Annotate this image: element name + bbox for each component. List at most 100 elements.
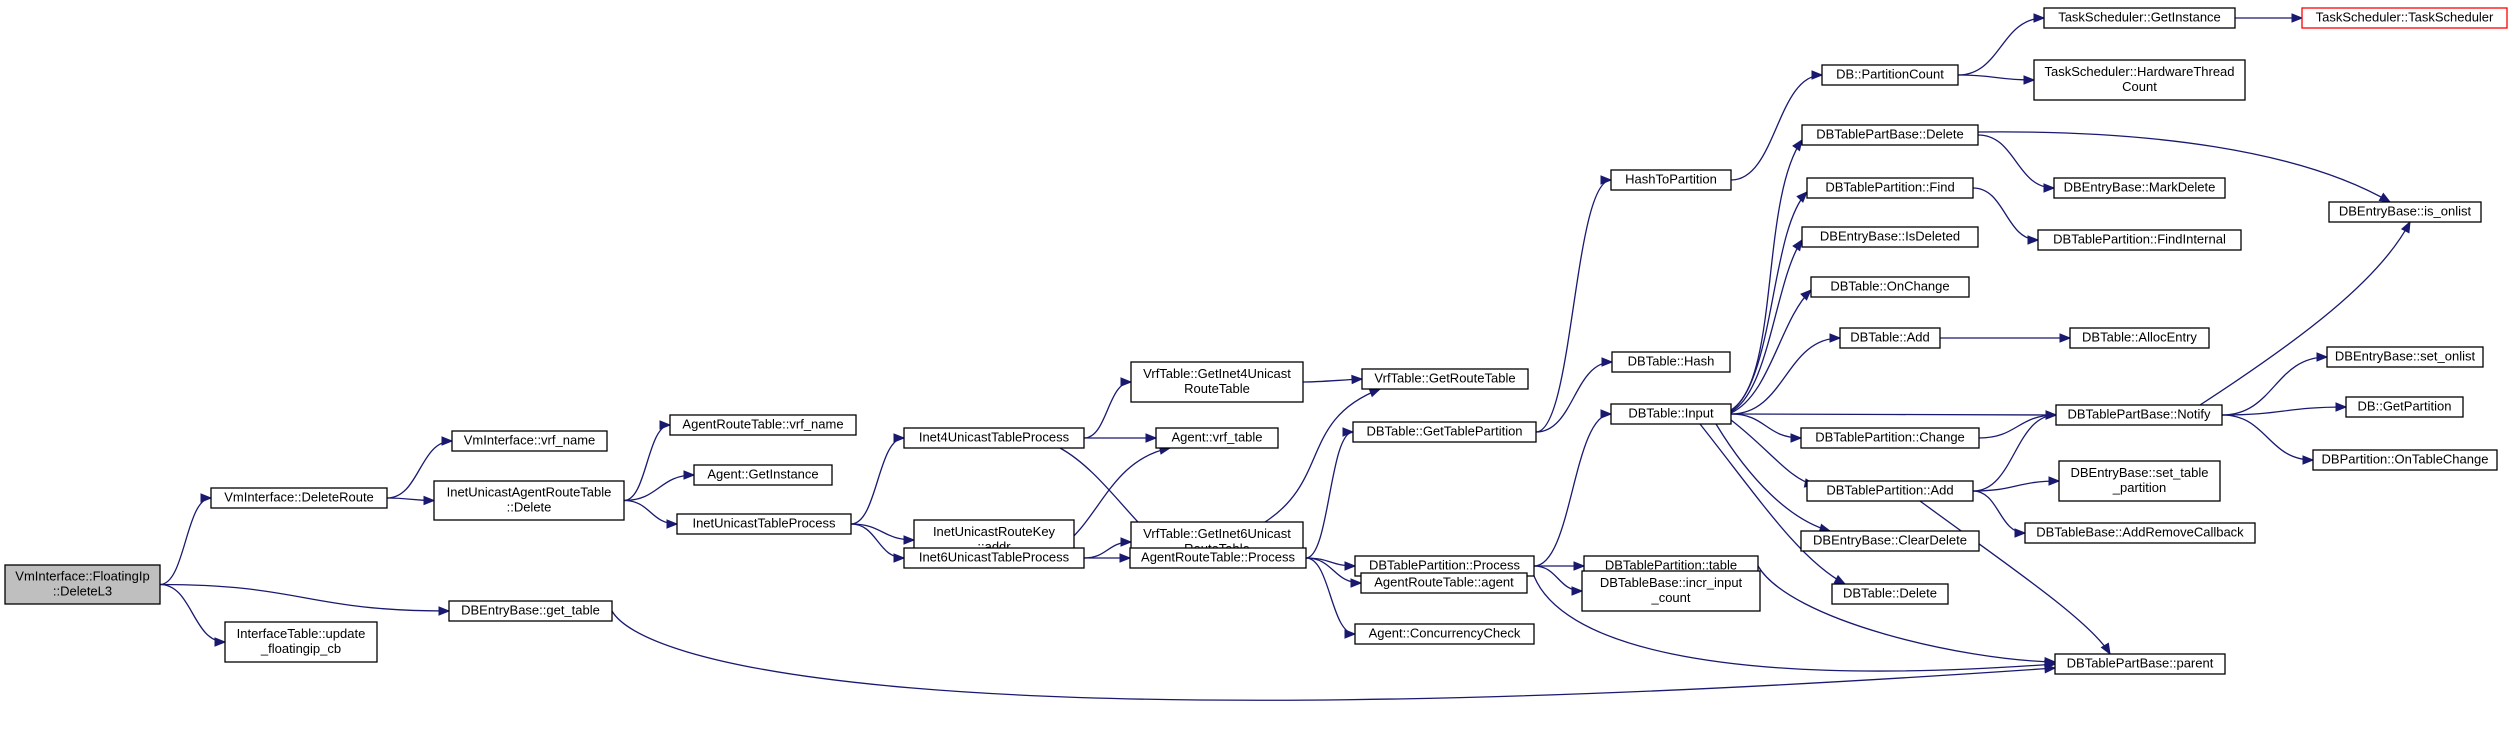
node-label: VmInterface::vrf_name (464, 432, 596, 447)
edge-arrowhead (1344, 561, 1357, 571)
graph-node-n8[interactable]: InetUnicastTableProcess (676, 513, 852, 535)
edge-arrowhead (1119, 553, 1132, 563)
graph-node-n30[interactable]: DBTable::OnChange (1810, 276, 1970, 298)
edge-n23-to-n31 (1730, 333, 1842, 415)
node-label: DBTablePartition::Find (1825, 179, 1954, 194)
graph-node-n40[interactable]: DBTable::AllocEntry (2069, 327, 2210, 349)
edge-line (1699, 423, 1846, 585)
edge-arrowhead (1601, 357, 1614, 367)
graph-node-n38[interactable]: DBEntryBase::MarkDelete (2053, 177, 2226, 199)
edge-n23-to-n35 (1699, 423, 1847, 585)
node-label: TaskScheduler::TaskScheduler (2316, 9, 2494, 24)
graph-node-n22[interactable]: DBTable::Hash (1611, 351, 1731, 373)
node-layer: VmInterface::FloatingIp::DeleteL3 VmInter… (4, 7, 2508, 675)
graph-node-n25[interactable]: DBTableBase::incr_input_count (1581, 570, 1761, 612)
node-label: AgentRouteTable::vrf_name (682, 416, 843, 431)
edge-n17-to-n22 (1535, 357, 1614, 433)
graph-node-n16[interactable]: VrfTable::GetRouteTable (1361, 368, 1529, 390)
graph-node-n36[interactable]: TaskScheduler::GetInstance (2043, 7, 2236, 29)
edge-n5-to-n7 (623, 470, 696, 502)
graph-node-n34[interactable]: DBEntryBase::ClearDelete (1800, 530, 1980, 552)
edge-arrowhead (1792, 138, 1803, 152)
edge-line (1919, 500, 2111, 655)
graph-node-n32[interactable]: DBTablePartition::Change (1800, 427, 1980, 449)
graph-node-n45[interactable]: TaskScheduler::TaskScheduler (2301, 7, 2508, 29)
node-box (4, 564, 161, 605)
edge-arrowhead (1796, 191, 1808, 203)
node-box (1800, 530, 1980, 552)
graph-node-n1[interactable]: VmInterface::DeleteRoute (210, 487, 388, 509)
edge-line (1730, 239, 1803, 413)
edge-arrowhead (2014, 528, 2027, 538)
edge-line (1730, 413, 2057, 416)
graph-node-n5[interactable]: InetUnicastAgentRouteTable::Delete (433, 480, 625, 521)
graph-node-n41[interactable]: DBTablePartBase::Notify (2055, 404, 2223, 426)
graph-node-n6[interactable]: AgentRouteTable::vrf_name (669, 414, 857, 436)
node-label: DBTableBase::incr_input (1600, 575, 1743, 590)
graph-node-n43[interactable]: DBTableBase::AddRemoveCallback (2024, 522, 2256, 544)
edge-arrowhead (200, 493, 213, 503)
graph-node-n9[interactable]: Inet4UnicastTableProcess (903, 427, 1085, 449)
edge-n0-to-n2 (159, 583, 227, 647)
graph-node-n31[interactable]: DBTable::Add (1839, 327, 1941, 349)
edge-arrowhead (1600, 409, 1613, 419)
node-label: DBEntryBase::set_table (2070, 465, 2208, 480)
graph-node-n49[interactable]: DBPartition::OnTableChange (2312, 449, 2498, 471)
graph-node-n20[interactable]: Agent::ConcurrencyCheck (1354, 623, 1535, 645)
graph-node-n15[interactable]: AgentRouteTable::Process (1129, 547, 1307, 569)
node-box (1360, 572, 1528, 594)
node-label: RouteTable (1184, 381, 1250, 396)
edge-arrowhead (1833, 574, 1847, 585)
edge-arrowhead (214, 637, 227, 647)
graph-node-n17[interactable]: DBTable::GetTablePartition (1352, 421, 1537, 443)
edge-line (611, 610, 2056, 701)
node-label: TaskScheduler::GetInstance (2058, 9, 2221, 24)
graph-node-n48[interactable]: DB::GetPartition (2345, 396, 2464, 418)
graph-node-n46[interactable]: DBEntryBase::is_onlist (2328, 201, 2482, 223)
edge-arrowhead (2044, 657, 2057, 667)
graph-node-n11[interactable]: Inet6UnicastTableProcess (903, 547, 1085, 569)
edge-n23-to-n29 (1730, 238, 1803, 413)
graph-node-n33[interactable]: DBTablePartition::Add (1806, 480, 1974, 502)
graph-node-n18[interactable]: DBTablePartition::Process (1354, 555, 1535, 577)
edge-n1-to-n5 (386, 495, 436, 506)
edge-line (2221, 406, 2347, 416)
graph-node-n3[interactable]: DBEntryBase::get_table (448, 600, 613, 622)
edge-line (1757, 565, 2056, 663)
node-box (2037, 229, 2242, 251)
edge-arrowhead (1571, 586, 1584, 596)
node-label: InterfaceTable::update (237, 626, 366, 641)
graph-node-n27[interactable]: DBTablePartBase::Delete (1801, 124, 1979, 146)
graph-node-n13[interactable]: Agent::vrf_table (1155, 427, 1279, 449)
edge-n8-to-n9 (850, 433, 906, 525)
graph-node-n0[interactable]: VmInterface::FloatingIp::DeleteL3 (4, 564, 161, 605)
edge-arrowhead (1344, 629, 1357, 639)
node-label: DB::PartitionCount (1836, 66, 1944, 81)
node-label: DBEntryBase::is_onlist (2339, 203, 2472, 218)
edge-n41-to-n46 (2199, 220, 2411, 406)
graph-node-n26[interactable]: DB::PartitionCount (1821, 64, 1959, 86)
node-label: DBTableBase::AddRemoveCallback (2036, 524, 2244, 539)
graph-node-n4[interactable]: VmInterface::vrf_name (451, 430, 608, 452)
graph-node-n29[interactable]: DBEntryBase::IsDeleted (1801, 226, 1979, 248)
edge-arrowhead (2400, 220, 2411, 234)
graph-node-n21[interactable]: HashToPartition (1610, 169, 1732, 191)
node-box (1155, 427, 1279, 449)
graph-node-n44[interactable]: DBTablePartBase::parent (2054, 653, 2226, 675)
graph-node-n19[interactable]: AgentRouteTable::agent (1360, 572, 1528, 594)
graph-node-n39[interactable]: DBTablePartition::FindInternal (2037, 229, 2242, 251)
graph-node-n28[interactable]: DBTablePartition::Find (1806, 177, 1974, 199)
node-box (2024, 522, 2256, 544)
graph-node-n47[interactable]: DBEntryBase::set_onlist (2326, 346, 2484, 368)
graph-node-n23[interactable]: DBTable::Input (1610, 403, 1732, 425)
node-box (2326, 346, 2484, 368)
node-box (1810, 276, 1970, 298)
edge-arrowhead (1120, 377, 1133, 387)
graph-node-n2[interactable]: InterfaceTable::update_floatingip_cb (224, 621, 378, 663)
graph-node-n7[interactable]: Agent::GetInstance (693, 464, 833, 486)
graph-node-n42[interactable]: DBEntryBase::set_table_partition (2058, 460, 2221, 502)
graph-node-n35[interactable]: DBTable::Delete (1831, 583, 1949, 605)
